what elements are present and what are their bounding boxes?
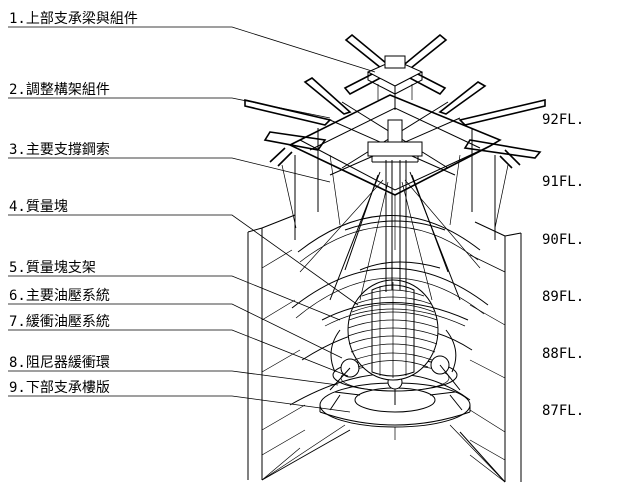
floor-label-90: 90FL. [542, 232, 584, 248]
callout-adjustment-frame: 2.調整構架組件 [9, 82, 110, 98]
callout-lower-slab: 9.下部支承樓版 [9, 380, 110, 396]
mass-cradle [321, 302, 469, 373]
callout-upper-support-beam: 1.上部支承梁與組件 [9, 11, 138, 27]
adjustment-frame [281, 94, 509, 250]
floor-label-88: 88FL. [542, 346, 584, 362]
floor-labels: 92FL. 91FL. 90FL. 89FL. 88FL. 87FL. [542, 112, 584, 419]
callout-mass-block: 4.質量塊 [9, 199, 68, 215]
floor-label-89: 89FL. [542, 289, 584, 305]
callout-main-cables: 3.主要支撐鋼索 [9, 141, 110, 158]
outrigger-beams [244, 77, 546, 169]
building-shaft [247, 214, 522, 483]
main-cables [299, 160, 481, 301]
mass-sphere [347, 279, 439, 381]
cable-hub [367, 119, 423, 163]
callout-main-hydraulic: 6.主要油壓系統 [9, 288, 110, 304]
callout-labels: 1.上部支承梁與組件 2.調整構架組件 3.主要支撐鋼索 4.質量塊 5.質量塊… [9, 11, 138, 396]
floor-label-91: 91FL. [542, 174, 584, 190]
callout-buffer-hydraulic: 7.緩衝油壓系統 [9, 314, 110, 330]
floor-label-92: 92FL. [542, 112, 584, 128]
damper-bumper-ring [329, 355, 463, 411]
floor-label-87: 87FL. [542, 403, 584, 419]
leader-lines [8, 26, 376, 413]
callout-mass-cradle: 5.質量塊支架 [9, 260, 96, 276]
callout-bumper-ring: 8.阻尼器緩衝環 [9, 355, 110, 371]
upper-support-beams [343, 33, 448, 110]
lower-support-slab [261, 382, 506, 483]
